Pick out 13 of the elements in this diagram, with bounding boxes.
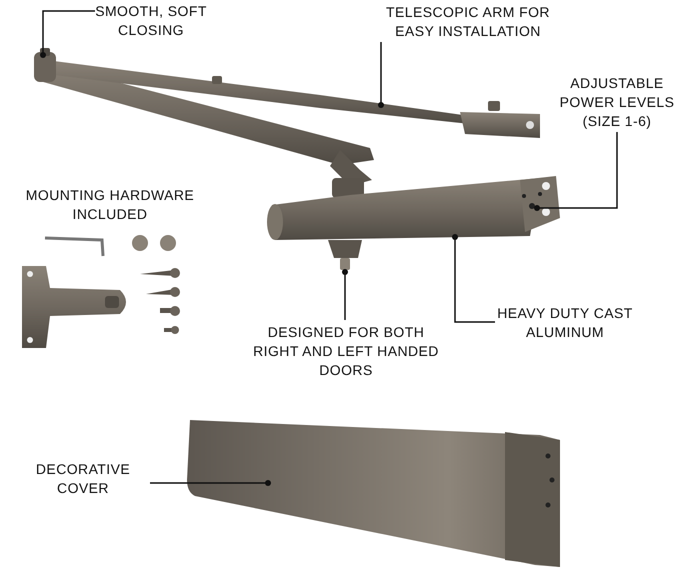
leader-line [378, 42, 384, 108]
leader-line [40, 10, 95, 58]
leader-line [452, 234, 495, 323]
callout-text: DESIGNED FOR BOTH RIGHT AND LEFT HANDED DOORS [252, 322, 440, 380]
leader-line [342, 269, 348, 320]
callout-text: ADJUSTABLE POWER LEVELS (SIZE 1-6) [558, 74, 676, 130]
callout-text: DECORATIVE COVER [34, 460, 132, 498]
leader-line [534, 132, 618, 211]
leader-line [150, 480, 271, 486]
callout-text: MOUNTING HARDWARE INCLUDED [24, 186, 196, 224]
callout-text: HEAVY DUTY CAST ALUMINUM [496, 304, 634, 342]
callout-text: SMOOTH, SOFT CLOSING [95, 2, 207, 40]
callout-text: TELESCOPIC ARM FOR EASY INSTALLATION [385, 3, 551, 41]
